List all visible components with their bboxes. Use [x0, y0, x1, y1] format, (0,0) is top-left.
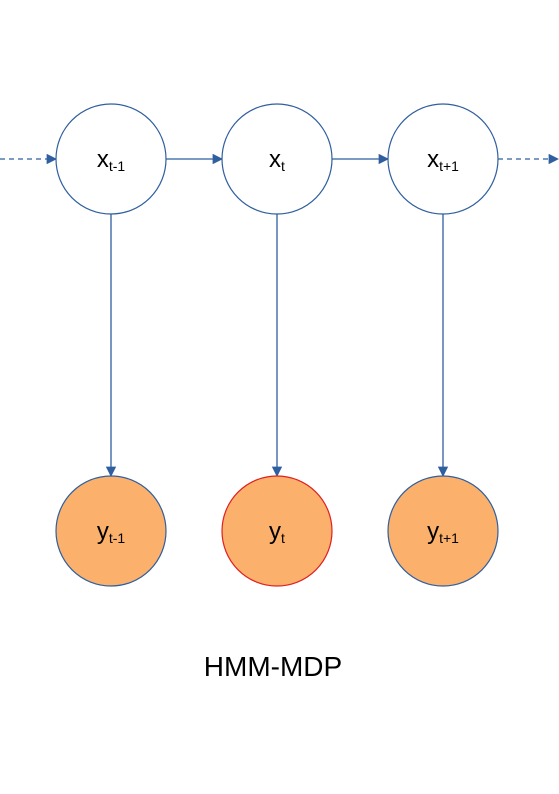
- node-symbol: y: [97, 518, 109, 545]
- observed-node-y-curr: yt: [221, 475, 333, 587]
- observed-node-y-prev: yt-1: [55, 475, 167, 587]
- node-symbol: x: [427, 146, 439, 173]
- node-symbol: y: [427, 518, 439, 545]
- node-subscript: t-1: [109, 158, 126, 174]
- node-subscript: t: [281, 530, 285, 546]
- observed-node-circle: [387, 475, 499, 587]
- edges-layer: [0, 153, 559, 478]
- hidden-node-circle: [221, 103, 333, 215]
- hidden-node-label: xt-1: [97, 146, 126, 174]
- hidden-node-x-curr: xt: [221, 103, 333, 215]
- observed-node-label: yt+1: [427, 518, 459, 546]
- node-subscript: t+1: [439, 530, 459, 546]
- node-symbol: x: [97, 146, 109, 173]
- observed-node-y-next: yt+1: [387, 475, 499, 587]
- observed-node-circle: [55, 475, 167, 587]
- hidden-node-x-next: xt+1: [387, 103, 499, 215]
- hidden-node-circle: [387, 103, 499, 215]
- hidden-node-circle: [55, 103, 167, 215]
- hidden-node-x-prev: xt-1: [55, 103, 167, 215]
- node-subscript: t-1: [109, 530, 126, 546]
- observed-node-label: yt-1: [97, 518, 126, 546]
- node-symbol: y: [269, 518, 281, 545]
- node-subscript: t+1: [439, 158, 459, 174]
- hidden-node-label: xt+1: [427, 146, 459, 174]
- node-subscript: t: [281, 158, 285, 174]
- node-symbol: x: [269, 146, 281, 173]
- observed-node-label: yt: [269, 518, 285, 546]
- observed-node-circle: [221, 475, 333, 587]
- hidden-node-label: xt: [269, 146, 285, 174]
- diagram-caption: HMM-MDP: [203, 651, 343, 682]
